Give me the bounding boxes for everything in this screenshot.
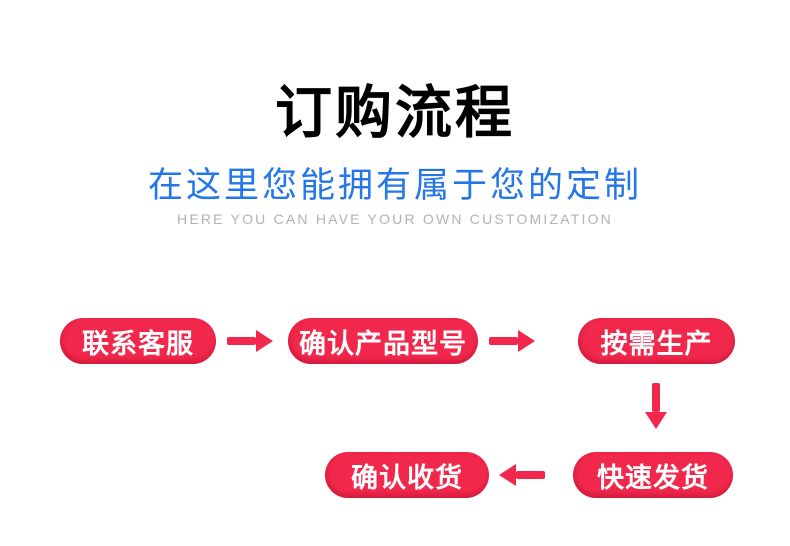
arrow-shaft xyxy=(516,471,545,479)
arrow-head xyxy=(645,412,667,429)
arrow-shaft xyxy=(227,337,256,345)
flow-step-label: 联系客服 xyxy=(82,328,194,359)
arrow-head xyxy=(518,330,535,352)
flow-step-label: 确认产品型号 xyxy=(299,328,467,359)
flow-step-label: 确认收货 xyxy=(351,462,463,493)
subtitle-chinese: 在这里您能拥有属于您的定制 xyxy=(147,166,642,205)
page-title: 订购流程 xyxy=(275,81,515,145)
subtitle-english: HERE YOU CAN HAVE YOUR OWN CUSTOMIZATION xyxy=(177,211,613,227)
arrow-left-icon xyxy=(499,464,545,486)
arrow-right-icon xyxy=(489,330,535,352)
flow-step-label: 按需生产 xyxy=(600,328,713,359)
flow-step-confirm-receipt: 确认收货 xyxy=(325,452,489,498)
arrow-head xyxy=(499,464,516,486)
flow-step-label: 快速发货 xyxy=(597,462,709,493)
flow-step-contact-service: 联系客服 xyxy=(60,318,216,364)
flow-step-confirm-model: 确认产品型号 xyxy=(288,318,478,364)
arrow-head xyxy=(256,330,273,352)
arrow-shaft xyxy=(652,383,660,412)
arrow-right-icon xyxy=(227,330,273,352)
flow-step-fast-shipping: 快速发货 xyxy=(573,452,733,498)
arrow-down-icon xyxy=(645,383,667,429)
arrow-shaft xyxy=(489,337,518,345)
flow-step-produce-on-demand: 按需生产 xyxy=(578,318,735,364)
